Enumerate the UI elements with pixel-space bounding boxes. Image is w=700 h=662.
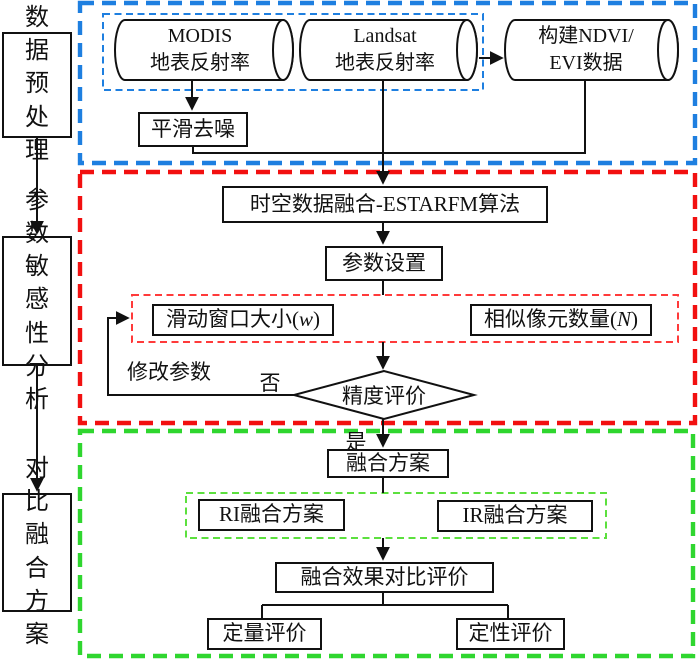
landsat-cylinder-cap <box>456 19 478 81</box>
node-smooth-denoise-label: 平滑去噪 <box>151 116 235 141</box>
node-qualitative-evaluation-label: 定性评价 <box>468 621 553 646</box>
comparison-stage-dashed-border <box>77 428 696 659</box>
node-ir-fusion-scheme-label: IR融合方案 <box>462 503 568 528</box>
node-ri-fusion-scheme: RI融合方案 <box>198 499 345 531</box>
node-ri-fusion-scheme-label: RI融合方案 <box>219 502 324 527</box>
ndvi-line2: EVI数据 <box>549 52 623 74</box>
accuracy-decision-text: 精度评价 <box>342 384 426 408</box>
preprocessing-stage-dashed-border <box>77 0 698 166</box>
node-quantitative-evaluation-label: 定量评价 <box>222 621 307 646</box>
node-quantitative-evaluation: 定量评价 <box>207 618 322 650</box>
stage-parameter-sensitivity: 参数敏感性分析 <box>2 188 72 413</box>
stage-data-preprocessing: 数据预处理 <box>2 5 72 164</box>
node-fusion-effect-evaluation-label: 融合效果对比评价 <box>300 564 469 589</box>
window-label-prefix: 滑动窗口大小( <box>165 307 299 332</box>
stage-parameter-sensitivity-label: 参数敏感性分析 <box>25 188 49 413</box>
branch-yes-text: 是 <box>345 430 367 454</box>
connector-smooth-ndvi-merge <box>192 81 586 154</box>
node-fusion-scheme-label: 融合方案 <box>346 450 430 475</box>
branch-no-label: 否 <box>256 369 284 395</box>
sensitivity-stage-dashed-border <box>77 169 698 426</box>
similar-label-suffix: ) <box>631 307 638 332</box>
window-label-suffix: ) <box>313 307 320 332</box>
ndvi-cylinder-label: 构建NDVI/ EVI数据 <box>510 22 662 78</box>
node-qualitative-evaluation: 定性评价 <box>456 618 565 650</box>
branch-no-text: 否 <box>259 371 281 395</box>
similar-label-prefix: 相似像元数量( <box>483 307 617 332</box>
node-estarfm-fusion: 时空数据融合-ESTARFM算法 <box>222 186 548 223</box>
ndvi-cylinder-cap <box>657 19 679 81</box>
stage-compare-fusion-label: 对比融合方案 <box>25 456 49 648</box>
modis-cylinder-label: MODIS 地表反射率 <box>125 22 275 78</box>
modis-cylinder-cap <box>272 19 294 81</box>
ndvi-line1: 构建NDVI/ <box>538 25 634 47</box>
modify-parameters-label: 修改参数 <box>118 358 220 384</box>
node-sliding-window-size: 滑动窗口大小(w) <box>152 304 334 336</box>
landsat-cylinder-label: Landsat 地表反射率 <box>310 22 460 78</box>
similar-pixel-variable: N <box>616 307 631 332</box>
modify-parameters-text: 修改参数 <box>127 360 211 384</box>
modis-line1: MODIS <box>167 25 233 47</box>
stage-data-preprocessing-label: 数据预处理 <box>25 5 49 164</box>
connector-feedback-loop <box>107 311 294 396</box>
landsat-line1: Landsat <box>353 25 417 47</box>
node-estarfm-fusion-label: 时空数据融合-ESTARFM算法 <box>249 191 521 216</box>
parameters-dashed-border <box>131 294 679 343</box>
window-size-variable: w <box>298 307 313 332</box>
input-data-dashed-border <box>102 13 484 91</box>
node-parameter-setting: 参数设置 <box>325 246 443 281</box>
connector-evaluate-split <box>261 593 509 618</box>
accuracy-decision-label: 精度评价 <box>314 382 454 408</box>
branch-yes-label: 是 <box>342 428 370 454</box>
node-ir-fusion-scheme: IR融合方案 <box>437 500 593 532</box>
modis-line2: 地表反射率 <box>150 52 250 74</box>
node-fusion-effect-evaluation: 融合效果对比评价 <box>275 562 494 593</box>
node-parameter-setting-label: 参数设置 <box>342 250 426 275</box>
node-fusion-scheme: 融合方案 <box>327 449 449 478</box>
landsat-line2: 地表反射率 <box>335 52 435 74</box>
node-similar-pixel-number: 相似像元数量(N) <box>470 304 652 336</box>
schemes-dashed-border <box>185 492 607 539</box>
node-smooth-denoise: 平滑去噪 <box>138 112 248 147</box>
stage-compare-fusion: 对比融合方案 <box>2 456 72 648</box>
